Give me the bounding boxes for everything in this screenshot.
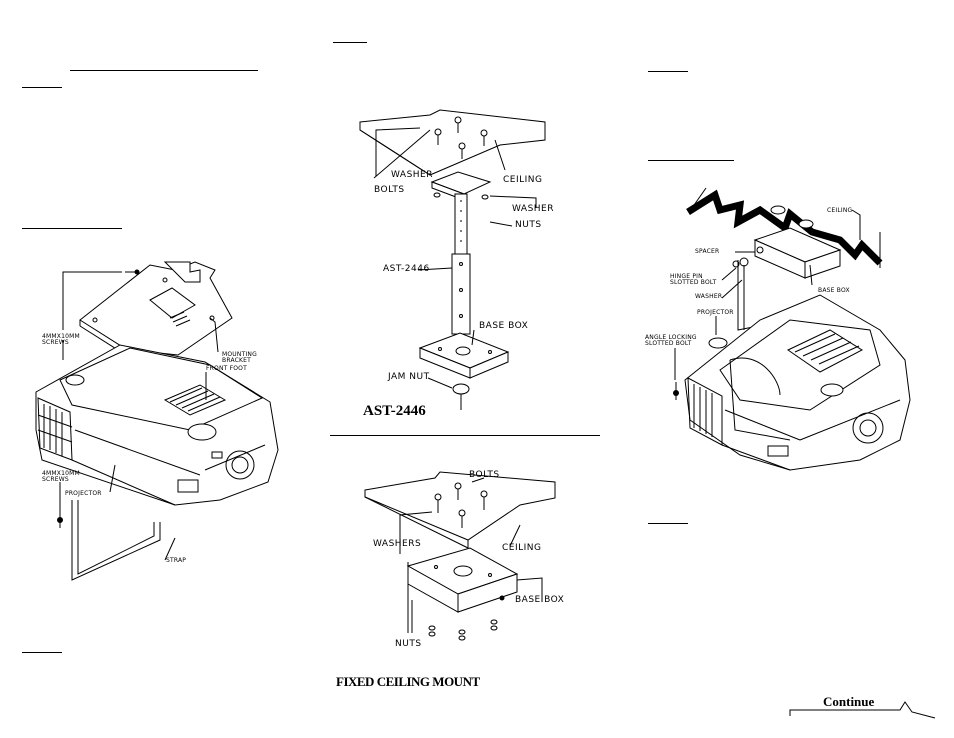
label-screws-top: 4MMX10MM SCREWS — [42, 333, 80, 346]
label-pole: AST-2446 — [383, 264, 430, 274]
label-mounting-bracket: MOUNTING BRACKET — [222, 351, 257, 364]
label-ceiling-right: CEILING — [827, 207, 853, 214]
label-screws-bottom: 4MMX10MM SCREWS — [42, 470, 80, 483]
label-base-box-right: BASE BOX — [818, 287, 850, 294]
fixed-mount-title: FIXED CEILING MOUNT — [336, 674, 480, 689]
label-washer-right: WASHER — [512, 204, 554, 214]
label-angle-locking: ANGLE LOCKING SLOTTED BOLT — [645, 334, 697, 347]
right-section-rule-1 — [648, 71, 688, 72]
right-section-rule-3 — [648, 523, 688, 524]
left-section-rule-3 — [22, 228, 122, 229]
label-bolts: BOLTS — [374, 185, 405, 195]
label-nuts: NUTS — [515, 220, 542, 230]
label-base-box: BASE BOX — [479, 321, 529, 331]
label-jam-nut: JAM NUT — [388, 372, 430, 382]
left-section-rule-4 — [22, 652, 62, 653]
label-ceiling-bottom: CEILING — [502, 543, 542, 553]
right-section-rule-2 — [648, 160, 734, 161]
label-base-box-bottom: BASE BOX — [515, 595, 565, 605]
label-projector-right: PROJECTOR — [697, 309, 734, 316]
continue-label[interactable]: Continue — [823, 694, 875, 709]
model-title: AST-2446 — [363, 403, 426, 419]
center-section-rule-1 — [333, 42, 367, 43]
label-washer-left: WASHER — [391, 170, 433, 180]
label-front-foot: FRONT FOOT — [206, 365, 247, 372]
label-ceiling: CEILING — [503, 175, 543, 185]
label-washer-right-panel: WASHER — [695, 293, 723, 300]
label-nuts-bottom: NUTS — [395, 639, 422, 649]
center-divider — [330, 435, 600, 436]
label-hinge-pin: HINGE PIN SLOTTED BOLT — [670, 273, 717, 286]
label-bolts-bottom: BOLTS — [469, 470, 500, 480]
label-washers: WASHERS — [373, 539, 422, 549]
label-strap: STRAP — [166, 557, 187, 564]
left-section-rule-2 — [22, 87, 62, 88]
left-section-rule-1 — [70, 70, 258, 71]
label-spacer: SPACER — [695, 248, 720, 255]
label-projector-left: PROJECTOR — [65, 490, 102, 497]
